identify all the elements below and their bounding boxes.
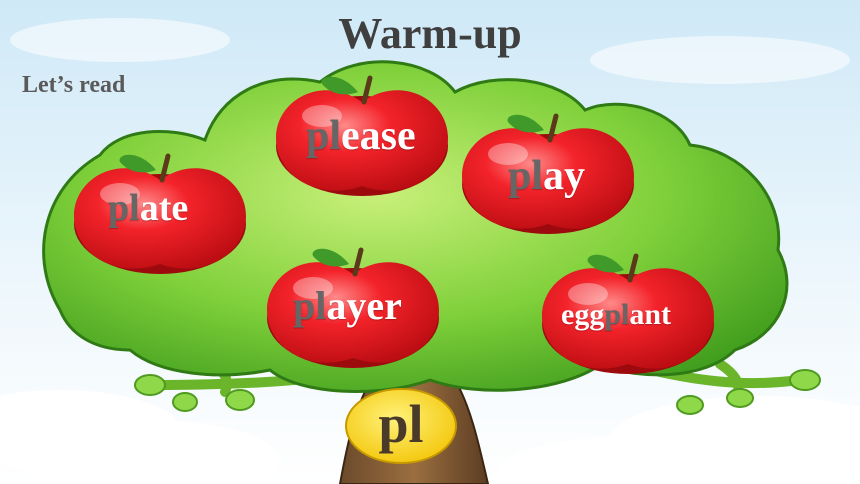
word-blend: pl	[306, 113, 342, 159]
center-badge	[345, 388, 457, 464]
word-please[interactable]: please	[306, 112, 416, 160]
clouds	[0, 18, 860, 484]
page-title: Warm-up	[338, 9, 522, 58]
word-blend: pl	[604, 298, 630, 331]
word-suffix: ate	[139, 187, 189, 229]
word-prefix: egg	[561, 298, 605, 331]
word-blend: pl	[508, 153, 544, 199]
center-blend-label: pl	[378, 394, 424, 454]
word-plate[interactable]: plate	[108, 186, 188, 230]
word-suffix: ant	[629, 298, 672, 331]
word-blend: pl	[108, 187, 140, 229]
instruction-label: Let’s read	[22, 72, 126, 98]
word-suffix: ayer	[326, 283, 402, 328]
word-suffix: ay	[543, 153, 586, 199]
word-play[interactable]: play	[508, 152, 585, 200]
word-player[interactable]: player	[293, 282, 402, 329]
word-blend: pl	[293, 283, 327, 328]
word-suffix: ease	[341, 113, 416, 159]
word-eggplant[interactable]: eggplant	[561, 298, 671, 332]
